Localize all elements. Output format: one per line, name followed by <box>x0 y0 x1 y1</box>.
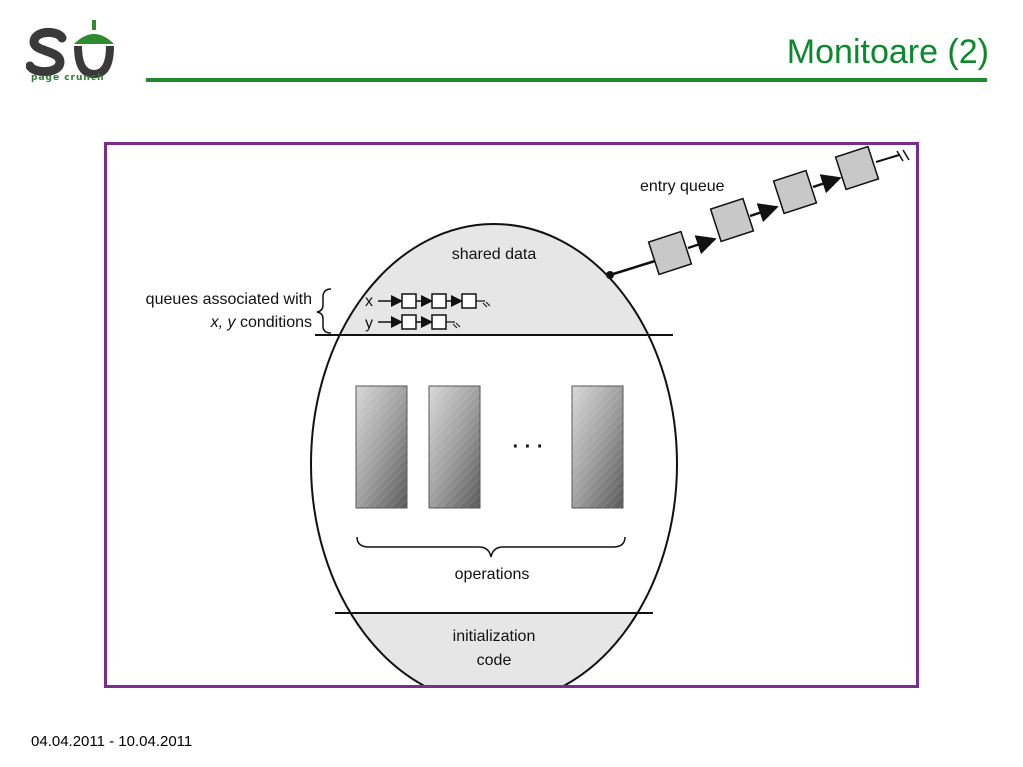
footer-date: 04.04.2011 - 10.04.2011 <box>31 733 193 750</box>
page-title: Monitoare (2) <box>786 33 989 71</box>
condition-queues-label-line2: x, y conditions <box>210 314 312 331</box>
condition-queues-brace <box>316 288 332 334</box>
entry-point-dot <box>606 271 614 279</box>
entry-queue-label: entry queue <box>640 178 725 195</box>
entry-queue-box <box>647 230 693 276</box>
shared-data-section <box>311 224 677 335</box>
entry-queue-box <box>772 169 818 215</box>
condition-queue-box <box>401 314 417 330</box>
logo-tagline: page crunch <box>31 73 105 83</box>
operations-brace <box>356 536 626 558</box>
condition-queue-box <box>431 293 447 309</box>
init-label-line2: code <box>477 652 512 669</box>
monitor-diagram-frame: shared data entry queue queues associate… <box>104 142 919 688</box>
shared-data-label: shared data <box>452 246 537 263</box>
monitor-diagram: shared data entry queue queues associate… <box>146 145 910 685</box>
page-crunch-logo <box>26 20 114 79</box>
condition-vars: x, y <box>210 314 237 331</box>
condition-y-queue <box>378 314 461 330</box>
condition-queues-label-line1: queues associated with <box>146 291 312 308</box>
condition-y-label: y <box>365 315 373 332</box>
entry-queue-box <box>709 197 755 243</box>
condition-x-label: x <box>365 293 373 310</box>
operations-label: operations <box>455 566 530 583</box>
condition-word: conditions <box>236 314 313 331</box>
init-label-line1: initialization <box>453 628 536 645</box>
logo-s-letter <box>26 28 67 76</box>
title-underline <box>146 78 987 82</box>
condition-queue-box <box>461 293 477 309</box>
entry-queue-box <box>834 145 880 191</box>
entry-queue-link <box>609 259 656 277</box>
monitor-ellipse <box>310 223 678 685</box>
condition-queue-box <box>431 314 447 330</box>
condition-x-queue <box>378 293 491 309</box>
condition-queue-box <box>401 293 417 309</box>
operations-ellipsis: · · · <box>512 436 543 458</box>
operations-group <box>355 385 624 509</box>
entry-queue <box>647 145 910 276</box>
acorn-icon <box>74 20 114 79</box>
